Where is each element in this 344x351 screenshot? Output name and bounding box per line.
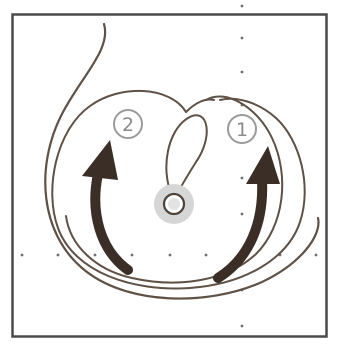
step-marker-2: 2	[114, 110, 142, 138]
guide-dot	[241, 177, 244, 180]
guide-dot	[131, 254, 134, 257]
guide-dot	[21, 254, 24, 257]
center-knot-icon	[154, 184, 194, 224]
guide-dot	[315, 254, 318, 257]
guide-dot	[241, 71, 244, 74]
guide-dot	[205, 254, 208, 257]
step-label-2: 2	[122, 114, 134, 136]
guide-dot	[241, 325, 244, 328]
guide-dot	[241, 5, 244, 8]
guide-dot	[57, 254, 60, 257]
guide-dot	[241, 37, 244, 40]
guide-dot	[94, 254, 97, 257]
guide-dot	[169, 254, 172, 257]
guide-dot	[241, 213, 244, 216]
step-marker-1: 1	[228, 115, 256, 143]
step-label-1: 1	[236, 119, 248, 141]
